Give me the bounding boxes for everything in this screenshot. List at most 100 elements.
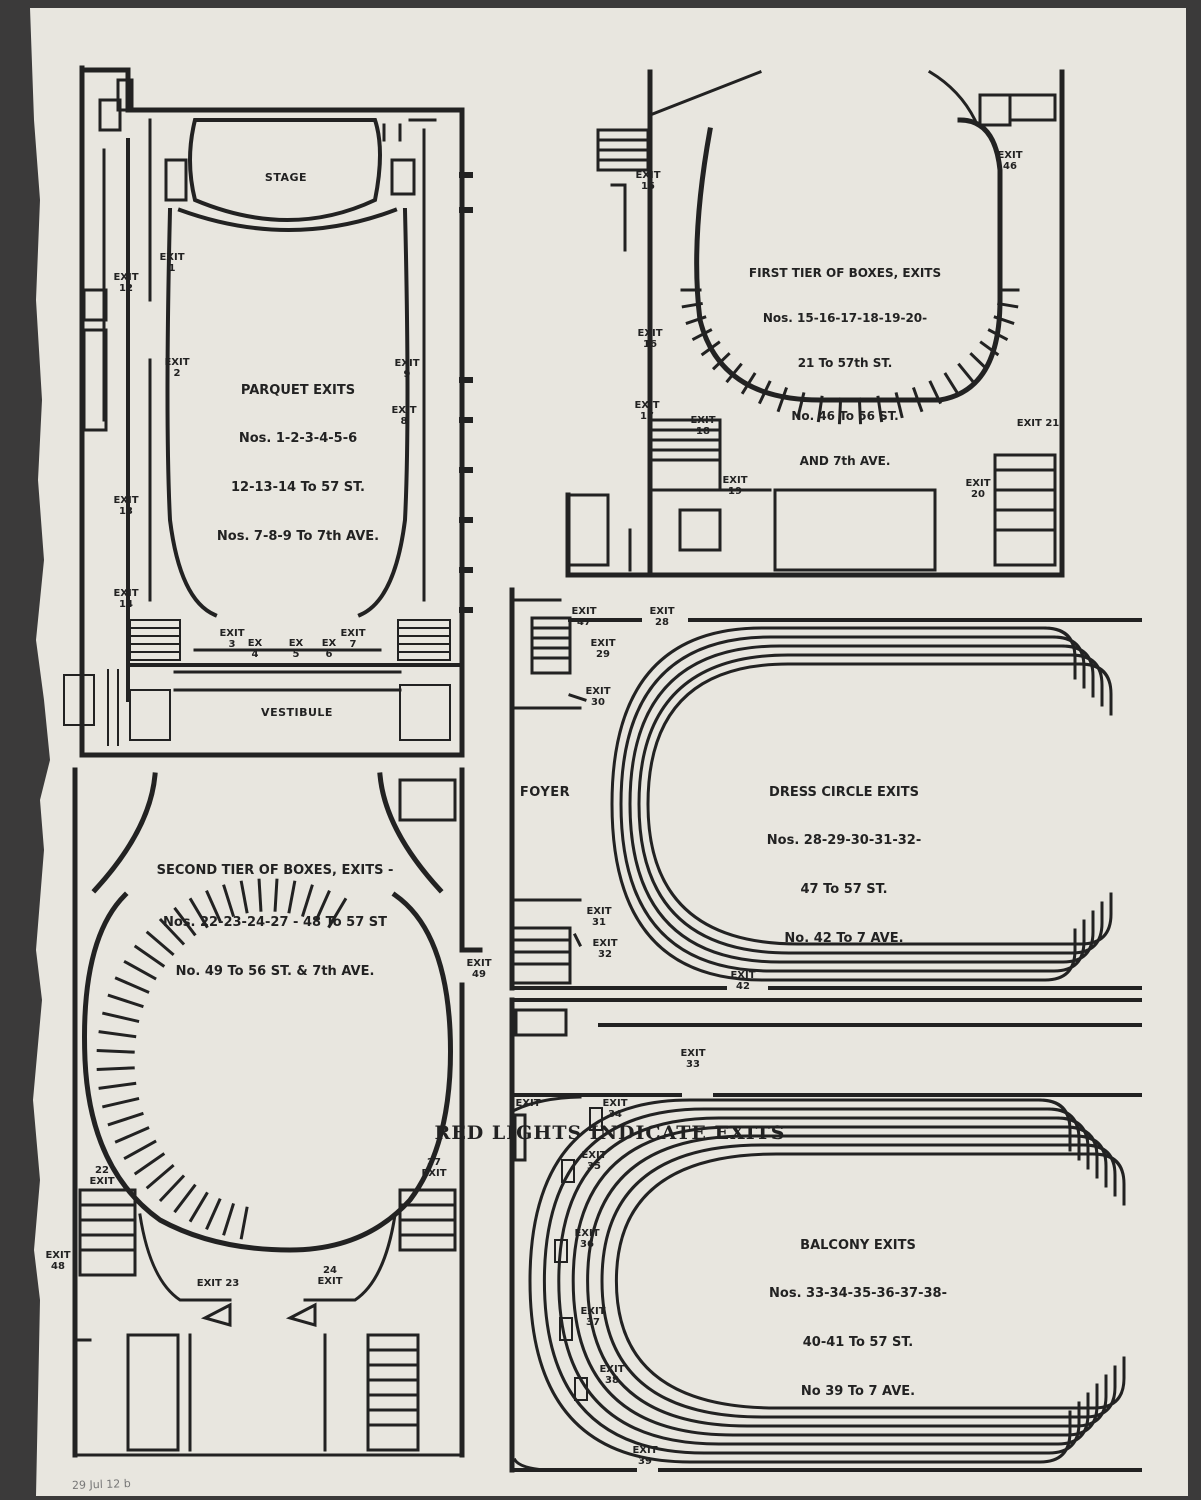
exit-door: [561, 1159, 575, 1183]
exit-marker: 22 EXIT: [89, 1165, 115, 1187]
first-tier-exits-block: FIRST TIER OF BOXES, EXITS Nos. 15-16-17…: [749, 236, 941, 484]
box-partition: [114, 976, 150, 994]
parquet-exits-line: 12-13-14 To 57 ST.: [230, 480, 365, 495]
first-tier-plan: [565, 69, 1065, 578]
dress-circle-exits-line: No. 42 To 7 AVE.: [784, 930, 904, 946]
box-partition: [273, 878, 279, 912]
second-tier-exits-line: No. 49 To 56 ST. & 7th AVE.: [175, 964, 375, 979]
foyer-label: FOYER: [519, 785, 571, 800]
exit-marker: EXIT 48: [45, 1250, 71, 1272]
exit-marker: EXIT 1: [159, 252, 185, 274]
stage-label: STAGE: [264, 171, 308, 184]
box-partition: [102, 1011, 140, 1023]
exit-marker: EXIT 21: [1016, 418, 1060, 429]
seat-row: [614, 1152, 1126, 1410]
exit-door: [554, 1239, 568, 1263]
seat-row: [542, 1107, 1081, 1455]
first-tier-exits-line: AND 7th AVE.: [799, 454, 891, 468]
pencil-annotation: 29 Jul 12 b: [71, 1476, 131, 1493]
box-partition: [314, 890, 331, 922]
balcony-exits-line: 40-41 To 57 ST.: [802, 1335, 914, 1350]
box-partition: [857, 397, 863, 425]
box-partition: [114, 1126, 150, 1144]
exit-door: [574, 1377, 588, 1401]
exit-marker: EXIT 23: [196, 1278, 240, 1289]
first-tier-exits-title: FIRST TIER OF BOXES, EXITS: [748, 266, 942, 280]
exit-marker: EXIT 15: [635, 170, 661, 192]
exit-marker: EXIT 47: [571, 606, 597, 628]
exit-marker: EXIT 17: [634, 400, 660, 422]
box-partition: [997, 301, 1019, 309]
dress-circle-seat-rows: [610, 626, 1113, 982]
box-partition: [158, 1174, 186, 1203]
exit-marker: EXIT 29: [590, 638, 616, 660]
exit-marker: EXIT 30: [585, 686, 611, 708]
box-partition: [327, 897, 348, 929]
exit-marker: EXIT 32: [592, 938, 618, 960]
box-partition: [205, 890, 222, 922]
box-partition: [188, 1191, 209, 1223]
box-partition: [876, 395, 884, 423]
balcony-exit-doors: [554, 1107, 603, 1401]
exit-marker: EXIT 46: [997, 150, 1023, 172]
box-partition: [222, 1203, 235, 1236]
exit-marker: EXIT 20: [965, 478, 991, 500]
exit-marker: EXIT 42: [730, 970, 756, 992]
box-partition: [700, 340, 721, 357]
parquet-exits-line: Nos. 7-8-9 To 7th AVE.: [216, 528, 380, 544]
exit-marker: EX 5: [288, 638, 304, 660]
box-partition: [287, 880, 297, 914]
box-partition: [96, 1066, 135, 1071]
dress-circle-exits-block: DRESS CIRCLE EXITS Nos. 28-29-30-31-32- …: [767, 752, 921, 963]
footer-caption: RED LIGHTS INDICATE EXITS: [434, 1122, 786, 1144]
first-tier-exits-line: No. 46 To 56 ST.: [791, 409, 899, 423]
exit-marker: 27 EXIT: [421, 1157, 447, 1179]
exit-marker: EXIT 13: [113, 495, 139, 517]
box-partition: [969, 352, 989, 371]
box-partition: [158, 917, 186, 946]
box-partition: [173, 1183, 197, 1214]
box-partition: [123, 1139, 157, 1161]
exit-marker: EXIT 36: [574, 1228, 600, 1250]
dress-circle-exits-title: DRESS CIRCLE EXITS: [769, 784, 919, 800]
box-partition: [691, 328, 713, 342]
parquet-plan: [63, 65, 473, 758]
box-partition: [987, 328, 1009, 342]
exit-marker: EXIT 49: [466, 958, 492, 980]
box-partition: [711, 352, 731, 371]
exit-marker: EXIT: [515, 1098, 541, 1109]
second-tier-exits-title: SECOND TIER OF BOXES, EXITS -: [156, 862, 394, 878]
balcony-exits-line: Nos. 33-34-35-36-37-38-: [769, 1286, 947, 1302]
box-partition: [173, 906, 197, 937]
seat-row: [646, 662, 1113, 946]
seat-row: [571, 1125, 1099, 1437]
parquet-exits-line: Nos. 1-2-3-4-5-6: [238, 431, 358, 447]
box-partition: [205, 1198, 222, 1230]
box-partition: [239, 880, 249, 914]
exit-marker: EXIT 34: [602, 1098, 628, 1120]
second-tier-exits-line: Nos. 22-23-24-27 - 48 To 57 ST: [162, 915, 388, 931]
exit-marker: EX 4: [247, 638, 263, 660]
box-partition: [145, 1163, 175, 1190]
box-partition: [239, 1206, 249, 1240]
exit-marker: EXIT 9: [394, 358, 420, 380]
exit-marker: EXIT 37: [580, 1306, 606, 1328]
box-partition: [102, 1097, 140, 1109]
exit-marker: EXIT 18: [690, 415, 716, 437]
box-partition: [928, 380, 943, 405]
box-partition: [757, 380, 772, 405]
vestibule-label: VESTIBULE: [261, 706, 333, 719]
dress-circle-plan: [509, 587, 1142, 991]
box-partition: [740, 372, 757, 395]
box-partition: [816, 395, 824, 423]
exit-marker: EXIT 31: [586, 906, 612, 928]
box-partition: [993, 315, 1015, 326]
box-partition: [96, 1049, 135, 1054]
balcony-plan: [509, 997, 1142, 1473]
seat-row: [557, 1116, 1090, 1446]
exit-marker: EXIT 16: [637, 328, 663, 350]
box-partition: [837, 397, 843, 425]
box-partition: [957, 362, 975, 384]
exit-marker: EXIT 19: [722, 475, 748, 497]
